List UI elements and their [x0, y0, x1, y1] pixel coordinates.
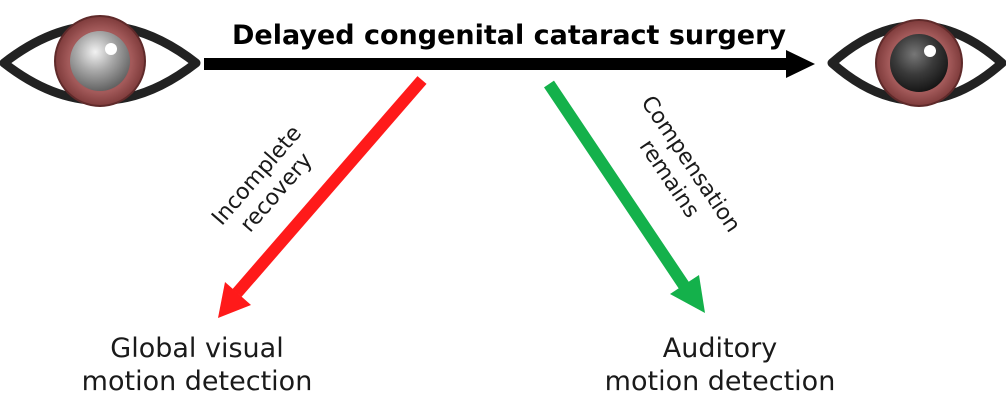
left-outcome-line2: motion detection [82, 366, 313, 395]
global-visual-motion-outcome: Global visual motion detection [82, 333, 313, 395]
left-outcome-line1: Global visual [110, 333, 283, 364]
incomplete-recovery-arrow [218, 76, 427, 318]
incomplete-recovery-label: Incomplete recovery [207, 121, 317, 237]
right-outcome-line1: Auditory [663, 333, 777, 364]
cloudy-eye-icon [0, 15, 201, 107]
compensation-remains-arrow [544, 80, 705, 313]
diagram-title: Delayed congenital cataract surgery [232, 20, 786, 51]
compensation-remains-label: Compensation remains [634, 92, 745, 238]
right-outcome-line2: motion detection [605, 366, 836, 395]
clear-eye-icon [827, 19, 1006, 107]
timeline-arrow [204, 50, 815, 78]
auditory-motion-outcome: Auditory motion detection [605, 333, 836, 395]
